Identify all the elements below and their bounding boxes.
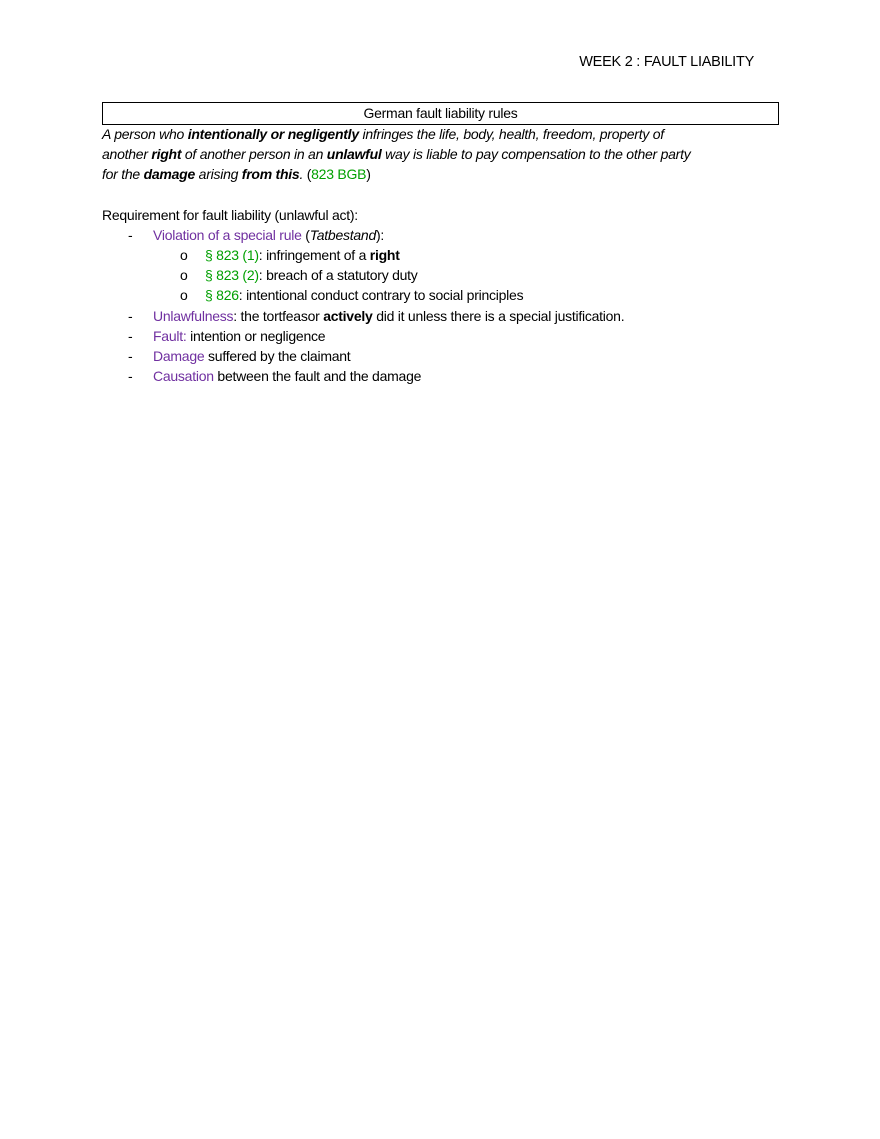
dash-bullet-icon: -: [128, 227, 133, 243]
legal-reference: § 826: [205, 287, 239, 303]
page-header: WEEK 2 : FAULT LIABILITY: [579, 54, 754, 70]
section-title-box: German fault liability rules: [102, 102, 779, 125]
text: : infringement of a: [258, 247, 370, 263]
definition-line: another right of another person in an un…: [102, 144, 691, 164]
legal-reference: 823 BGB: [311, 166, 367, 182]
text: (: [303, 166, 312, 182]
bold-text: actively: [323, 308, 373, 324]
term: Unlawfulness: [153, 308, 234, 324]
circle-bullet-icon: o: [180, 247, 188, 263]
text: .: [299, 166, 304, 182]
term: Fault:: [153, 328, 187, 344]
text: : intentional conduct contrary to social…: [238, 287, 524, 303]
text: : breach of a statutory duty: [258, 267, 418, 283]
text: for the: [102, 166, 144, 182]
bold-text: right: [369, 247, 400, 263]
text: arising: [195, 166, 242, 182]
bold-text: right: [151, 146, 182, 162]
text: infringes the life, body, health, freedo…: [358, 126, 664, 142]
text: suffered by the claimant: [204, 348, 351, 364]
text: ):: [375, 227, 385, 243]
term: Causation: [153, 368, 214, 384]
bold-text: damage: [143, 166, 196, 182]
text: another: [102, 146, 152, 162]
bold-text: intentionally or negligently: [187, 126, 359, 142]
bold-text: unlawful: [326, 146, 382, 162]
term: Violation of a special rule: [153, 227, 302, 243]
text: (: [301, 227, 310, 243]
dash-bullet-icon: -: [128, 328, 133, 344]
text: intention or negligence: [186, 328, 326, 344]
requirements-heading: Requirement for fault liability (unlawfu…: [102, 207, 358, 223]
legal-reference: § 823 (1): [205, 247, 259, 263]
dash-bullet-icon: -: [128, 368, 133, 384]
text: : the tortfeasor: [233, 308, 324, 324]
definition-line: for the damage arising from this. (823 B…: [102, 164, 371, 184]
legal-reference: § 823 (2): [205, 267, 259, 283]
text: between the fault and the damage: [213, 368, 422, 384]
circle-bullet-icon: o: [180, 267, 188, 283]
text: ): [366, 166, 371, 182]
term: Damage: [153, 348, 205, 364]
definition-line: A person who intentionally or negligentl…: [102, 124, 664, 144]
text: A person who: [102, 126, 188, 142]
bold-text: from this: [241, 166, 300, 182]
text: way is liable to pay compensation to the…: [381, 146, 691, 162]
text: did it unless there is a special justifi…: [372, 308, 625, 324]
circle-bullet-icon: o: [180, 287, 188, 303]
dash-bullet-icon: -: [128, 308, 133, 324]
italic-text: Tatbestand: [309, 227, 377, 243]
text: of another person in an: [181, 146, 327, 162]
dash-bullet-icon: -: [128, 348, 133, 364]
